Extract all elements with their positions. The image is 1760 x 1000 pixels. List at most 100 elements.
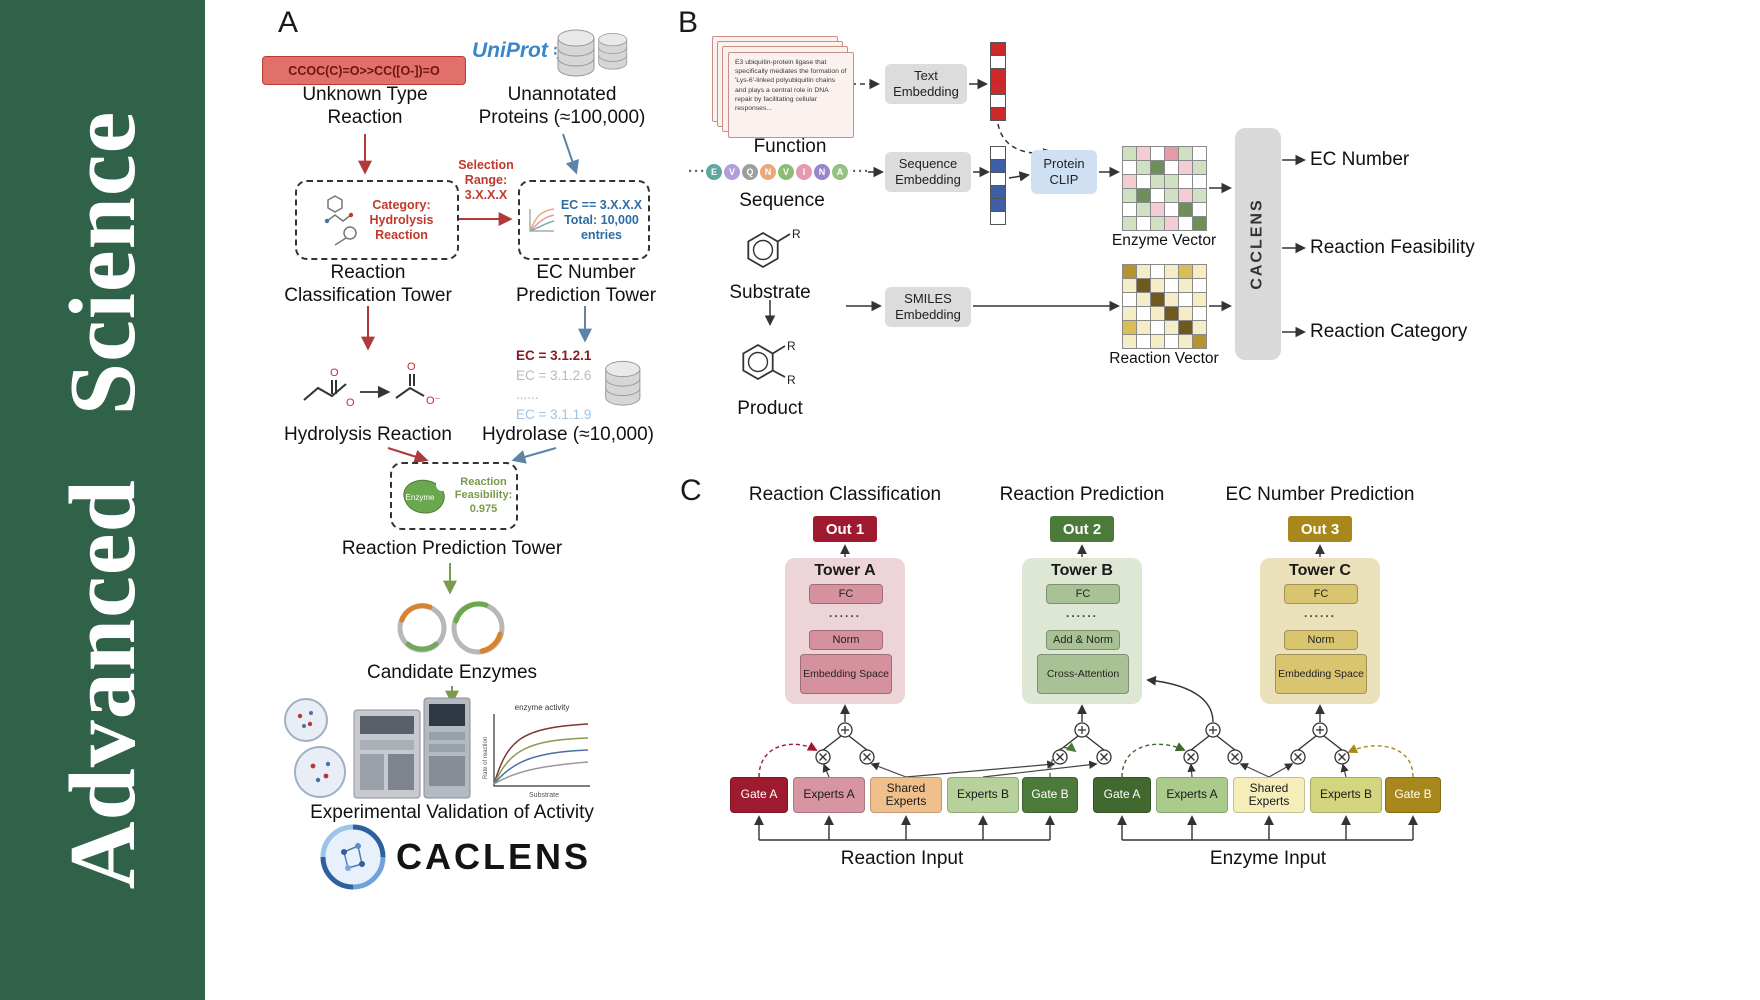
matrix-cell <box>991 43 1005 55</box>
gate-a-left-box: Gate A <box>730 777 788 813</box>
protein-clip-box: Protein CLIP <box>1031 150 1097 194</box>
matrix-cell <box>1123 307 1136 320</box>
instrument-icon <box>353 697 471 799</box>
matrix-cell <box>991 147 1005 159</box>
sequence-ellipsis-left: ··· <box>688 163 706 180</box>
reaction-input-label: Reaction Input <box>840 848 964 869</box>
tower-a-dots: ...... <box>828 606 861 620</box>
svg-text:Enzyme: Enzyme <box>405 493 434 502</box>
enzyme-vector-matrix <box>1122 146 1207 231</box>
header-ec-number-prediction: EC Number Prediction <box>1225 484 1415 505</box>
matrix-cell <box>1179 265 1192 278</box>
tower-b: Tower B FC ...... Add & Norm Cross-Atten… <box>1022 558 1142 704</box>
matrix-cell <box>1165 265 1178 278</box>
header-reaction-prediction: Reaction Prediction <box>999 484 1165 505</box>
matrix-cell <box>1165 279 1178 292</box>
tower-b-add-norm: Add & Norm <box>1046 630 1120 650</box>
tower-b-dots: ...... <box>1065 606 1098 620</box>
ec-range-text: EC == 3.X.X.X Total: 10,000 entries <box>560 197 643 242</box>
matrix-cell <box>1151 189 1164 202</box>
text-embedding-box: Text Embedding <box>885 64 967 104</box>
caclens-module-box: CACLENS <box>1235 128 1281 360</box>
svg-text:Rate of reaction: Rate of reaction <box>483 737 489 779</box>
unknown-reaction-label: Unknown Type Reaction <box>302 84 428 128</box>
tower-b-fc: FC <box>1046 584 1120 604</box>
matrix-cell <box>1137 203 1150 216</box>
matrix-cell <box>1179 147 1192 160</box>
svg-text:enzyme activity: enzyme activity <box>515 703 570 712</box>
sequence-label: Sequence <box>739 190 825 211</box>
matrix-cell <box>1165 217 1178 230</box>
matrix-cell <box>1193 161 1206 174</box>
matrix-cell <box>1151 307 1164 320</box>
residue-circle: A <box>832 164 848 180</box>
matrix-cell <box>1123 203 1136 216</box>
matrix-cell <box>1165 147 1178 160</box>
matrix-cell <box>1165 189 1178 202</box>
matrix-cell <box>1165 293 1178 306</box>
unannotated-proteins-label: Unannotated Proteins (≈100,000) <box>478 84 646 128</box>
reaction-feasibility-box: Enzyme Reaction Feasibility: 0.975 <box>390 462 518 530</box>
svg-text:R: R <box>792 227 801 241</box>
category-text: Category: Hydrolysis Reaction <box>369 197 434 242</box>
function-text: E3 ubiquitin-protein ligase that specifi… <box>735 59 847 112</box>
svg-text:R: R <box>787 373 796 387</box>
gate-b-left-box: Gate B <box>1022 777 1078 813</box>
product-node-icons <box>815 749 1350 765</box>
function-label: Function <box>753 136 827 157</box>
matrix-cell <box>1165 335 1178 348</box>
matrix-cell <box>1123 175 1136 188</box>
matrix-cell <box>991 56 1005 68</box>
matrix-cell <box>991 95 1005 107</box>
matrix-cell <box>1179 203 1192 216</box>
selection-range-label: Selection Range: 3.X.X.X <box>458 158 514 202</box>
matrix-cell <box>1193 335 1206 348</box>
residue-circle: V <box>724 164 740 180</box>
smiles-embedding-box: SMILES Embedding <box>885 287 971 327</box>
ec-number-box: EC == 3.X.X.X Total: 10,000 entries <box>518 180 650 260</box>
matrix-cell <box>1179 217 1192 230</box>
tower-c-dots: ...... <box>1303 606 1336 620</box>
tower-a-norm: Norm <box>809 630 883 650</box>
matrix-cell <box>1137 335 1150 348</box>
panel-b-arrows <box>764 78 1306 338</box>
petri-dish-icons <box>284 698 346 798</box>
tower-a-fc: FC <box>809 584 883 604</box>
matrix-cell <box>1151 175 1164 188</box>
matrix-cell <box>1151 217 1164 230</box>
prediction-tower-label: Reaction Prediction Tower <box>341 538 563 559</box>
matrix-cell <box>1137 161 1150 174</box>
product-molecule-icon: R R <box>742 339 796 387</box>
sum-node-icons <box>837 722 1328 738</box>
ec-tower-label: EC Number Prediction Tower <box>515 262 657 306</box>
uniprot-text: UniProt <box>472 39 548 62</box>
experts-b-right-box: Experts B <box>1310 777 1382 813</box>
svg-text:O: O <box>407 361 416 373</box>
matrix-cell <box>1193 265 1206 278</box>
smiles-text: CCOC(C)=O>>CC([O-])=O <box>288 63 440 78</box>
database-icon <box>557 29 628 77</box>
experts-a-right-box: Experts A <box>1156 777 1228 813</box>
matrix-cell <box>1123 189 1136 202</box>
panel-a-label: A <box>278 6 299 39</box>
caclens-module-text: CACLENS <box>1249 198 1266 290</box>
matrix-cell <box>1179 161 1192 174</box>
residue-circle: V <box>778 164 794 180</box>
matrix-cell <box>991 69 1005 81</box>
function-card-front: E3 ubiquitin-protein ligase that specifi… <box>728 52 854 138</box>
header-reaction-classification: Reaction Classification <box>748 484 942 505</box>
matrix-cell <box>1137 189 1150 202</box>
matrix-cell <box>1179 175 1192 188</box>
panel-b-label: B <box>678 6 699 39</box>
matrix-cell <box>991 186 1005 198</box>
residue-circle: N <box>760 164 776 180</box>
experts-b-left-box: Experts B <box>947 777 1019 813</box>
shared-experts-right-box: Shared Experts <box>1233 777 1305 813</box>
tower-b-cross-attention: Cross-Attention <box>1037 654 1129 694</box>
matrix-cell <box>1137 175 1150 188</box>
tower-c-embedding: Embedding Space <box>1275 654 1367 694</box>
matrix-cell <box>1179 279 1192 292</box>
matrix-cell <box>1151 203 1164 216</box>
out3-box: Out 3 <box>1288 516 1352 542</box>
molecule-scribble-icon <box>324 195 357 246</box>
